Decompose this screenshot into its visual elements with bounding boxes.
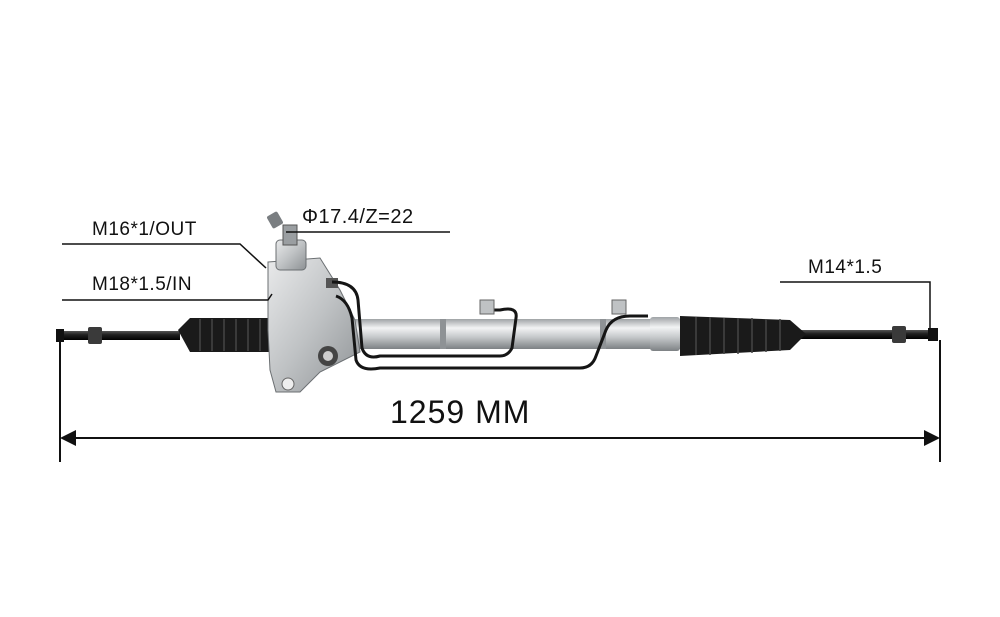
hydraulic-lines	[331, 280, 648, 371]
right-boot	[680, 316, 806, 356]
left-tie-rod	[56, 327, 180, 344]
right-tie-rod	[800, 326, 938, 343]
dimension-line	[59, 340, 941, 462]
line-brackets	[479, 299, 627, 315]
pinion-spec-label: Φ17.4/Z=22	[302, 206, 414, 228]
outlet-thread-label: M16*1/OUT	[92, 219, 197, 240]
tie-rod-thread-label: M14*1.5	[808, 257, 883, 278]
left-boot	[178, 318, 272, 352]
valve-housing	[267, 211, 361, 393]
overall-length-label: 1259 MM	[390, 394, 531, 430]
inlet-thread-label: M18*1.5/IN	[92, 274, 193, 295]
rack-tube	[330, 317, 690, 351]
callout-lines	[62, 231, 931, 330]
